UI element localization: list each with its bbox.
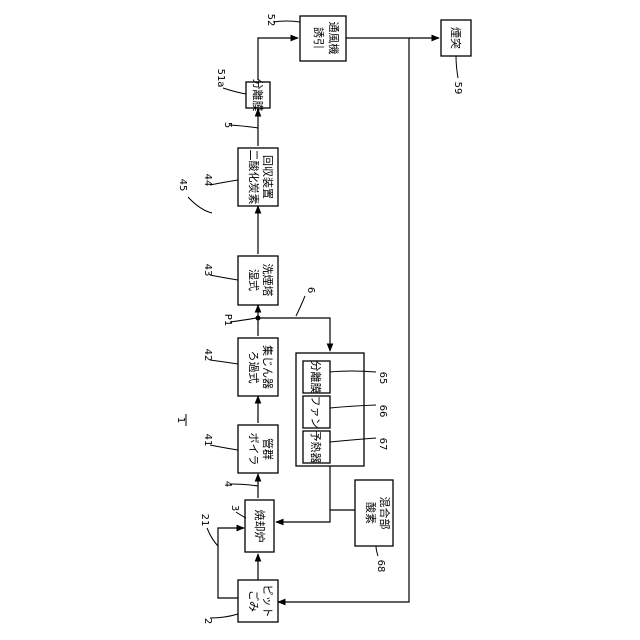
boiler-label-2: 管群 (261, 438, 275, 460)
ref-branch-point: P1 (222, 314, 233, 326)
ref-scrubber: 43 (202, 264, 213, 277)
incinerator-label: 焼却炉 (253, 510, 266, 543)
pit-label-2: ピット (261, 585, 274, 618)
o2mixer-label-2: 混合部 (378, 497, 392, 530)
idfan-label-2: 通風機 (327, 22, 341, 55)
co2-label-1: 二酸化炭素 (247, 150, 261, 205)
ref-boiler-leader (210, 445, 238, 450)
ref-air-line-leader (207, 528, 218, 546)
flow-membrane-to-fan (258, 38, 298, 80)
idfan-label-1: 誘引 (312, 27, 326, 49)
ref-group-45-leader (188, 197, 212, 213)
ref-air-line: 21 (199, 514, 210, 527)
ref-figure-1: 1 (175, 417, 186, 423)
ref-incinerator: 3 (229, 505, 240, 511)
ref-o2mixer: 68 (375, 560, 386, 573)
stack-label: 煙突 (449, 27, 463, 49)
ref-sub-preheater: 67 (377, 438, 388, 451)
o2mixer-label-1: 酸素 (364, 502, 378, 524)
membrane51a-label: 分離膜 (251, 79, 265, 112)
ref-group-45: 45 (177, 179, 188, 192)
ref-scrubber-leader (210, 275, 238, 280)
bagfilter-label-1: ろ過式 (247, 351, 260, 384)
ref-boiler: 41 (202, 434, 213, 447)
ref-o2mixer-leader (376, 546, 378, 556)
scrubber-label-2: 洗煙塔 (261, 264, 274, 297)
ref-membrane51a: 51a (215, 69, 226, 88)
ref-sub-membrane: 65 (377, 372, 388, 385)
sub-membrane-label: 分離膜 (309, 361, 323, 394)
ref-membrane51a-leader (223, 88, 246, 94)
pit-label-1: ごみ (247, 590, 261, 612)
ref-pit-leader (210, 614, 238, 618)
ref-co2-leader (210, 180, 238, 185)
ref-pit: 2 (202, 618, 213, 624)
ref-stack-leader (456, 56, 458, 78)
ref-idfan: 52 (265, 14, 276, 27)
sub-preheater-label: 予熱器 (309, 431, 322, 464)
ref-branch-line: 6 (305, 287, 316, 293)
ref-sub-fan: 66 (377, 405, 388, 418)
unit-boxes (238, 16, 471, 622)
subsystem-to-incinerator (276, 466, 330, 522)
scrubber-label-1: 湿式 (247, 269, 260, 291)
sub-fan-label: ファン (309, 396, 322, 429)
ref-main-duct-leader (230, 125, 258, 128)
bagfilter-label-2: 集じん器 (261, 345, 275, 389)
co2-label-2: 回収装置 (261, 155, 274, 199)
ref-branch-line-leader (296, 296, 305, 316)
ref-exhaust-line-leader (230, 484, 258, 486)
ref-bagfilter: 42 (202, 349, 213, 362)
ref-idfan-leader (273, 21, 300, 22)
boiler-label-1: ボイラ (247, 433, 260, 466)
ref-bagfilter-leader (210, 360, 238, 364)
branch-point (256, 316, 261, 321)
ref-stack: 59 (452, 82, 463, 95)
